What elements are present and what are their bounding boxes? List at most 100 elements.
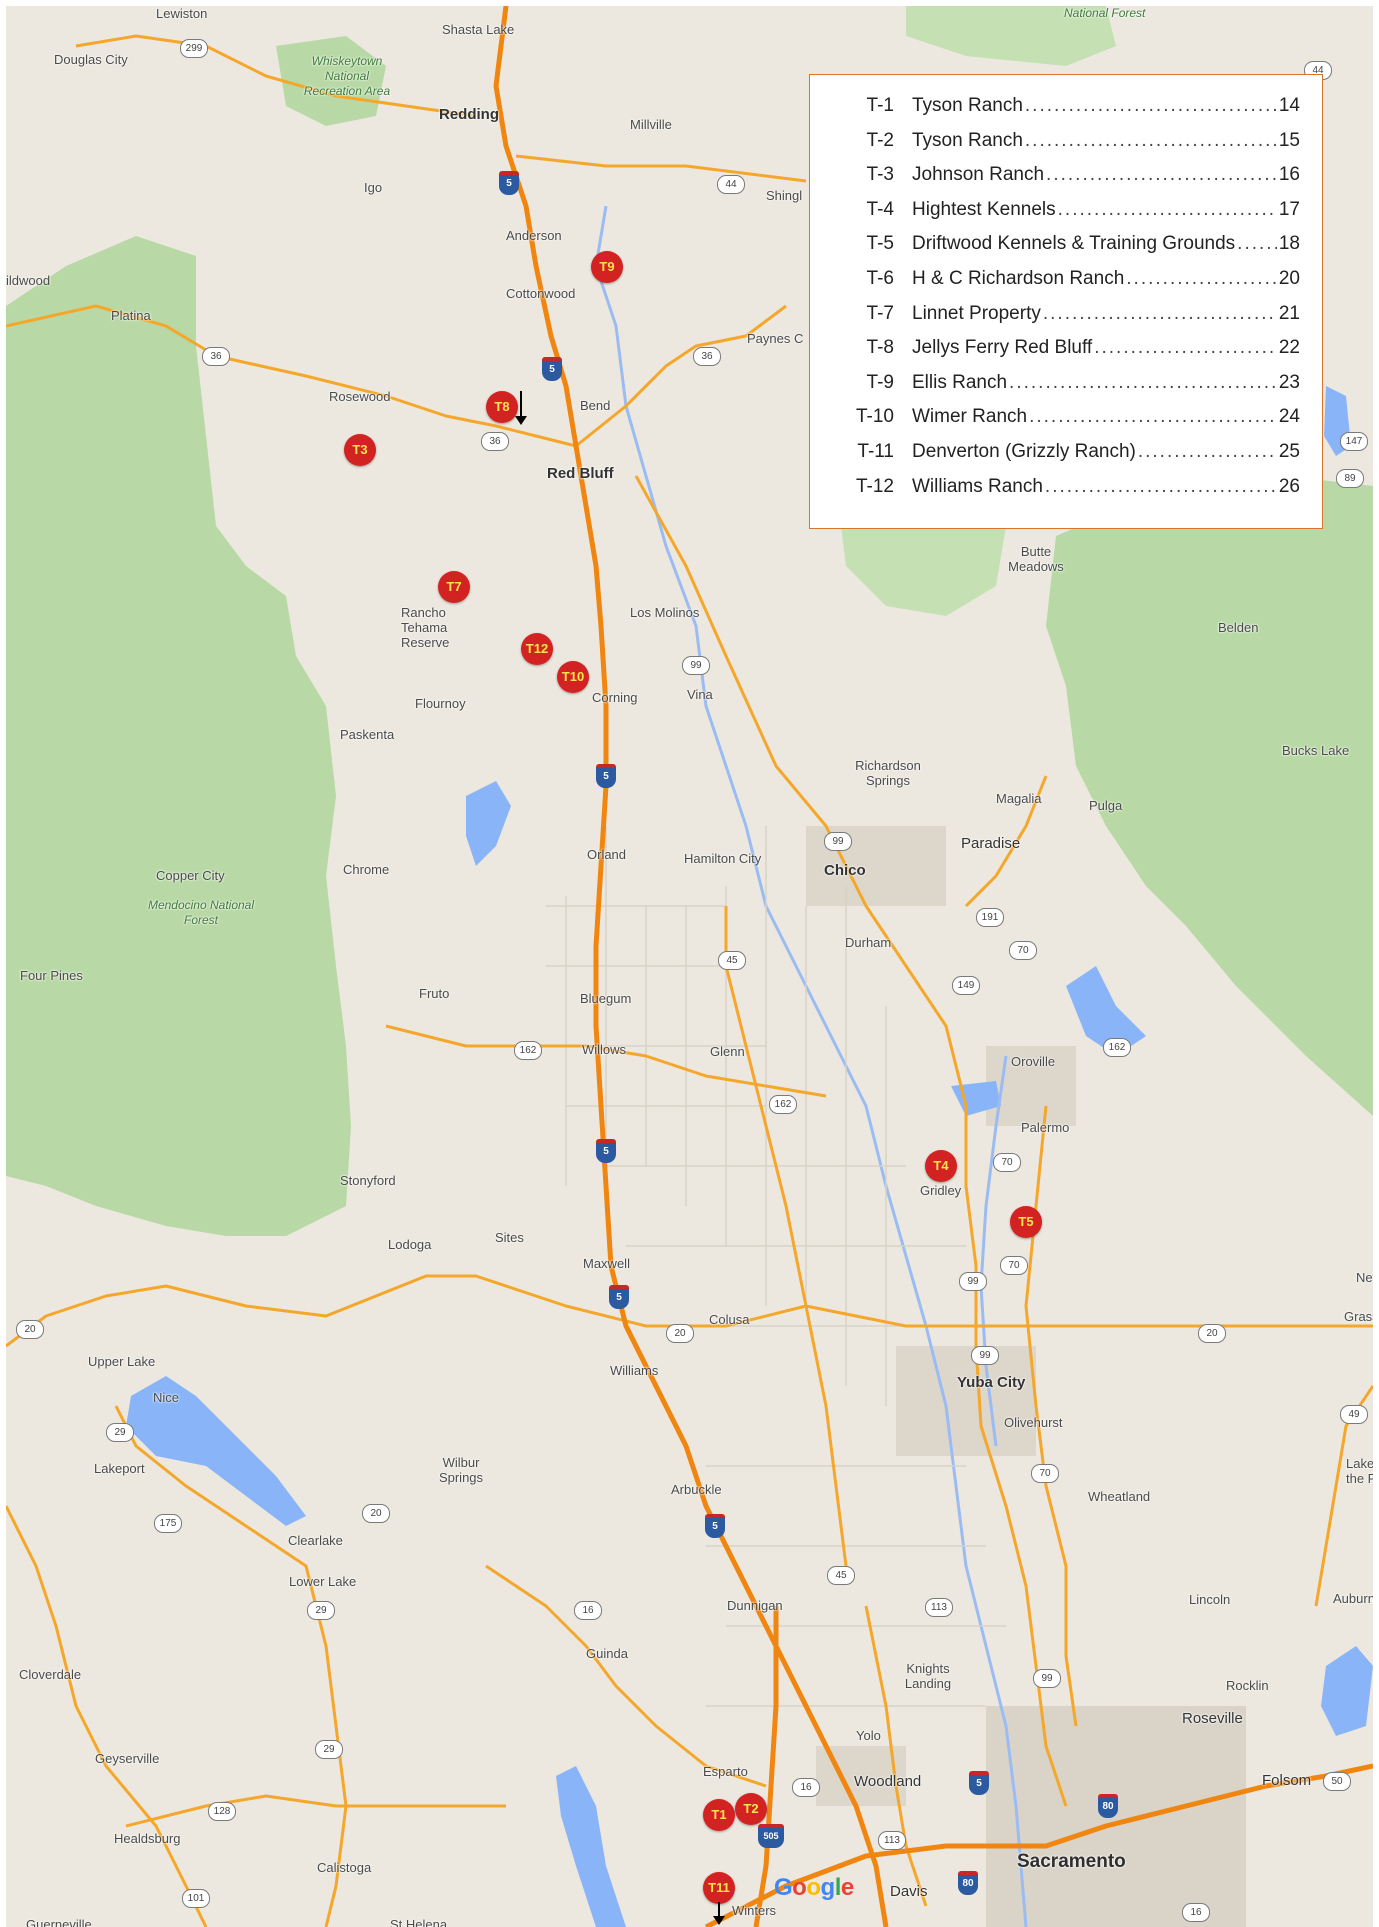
route-shield-45: 45 xyxy=(827,1566,855,1585)
place-wheatland: Wheatland xyxy=(1088,1489,1151,1504)
place-williams: Williams xyxy=(610,1363,659,1378)
location-marker-t10[interactable]: T10 xyxy=(557,661,589,693)
legend-leader-dots xyxy=(1094,337,1277,359)
place-orland: Orland xyxy=(587,847,627,862)
route-shield-113: 113 xyxy=(878,1831,906,1850)
lake-folsom xyxy=(1321,1646,1373,1736)
legend-name: Tyson Ranch xyxy=(912,95,1023,116)
lake-thermalito xyxy=(951,1081,1001,1116)
place-durham: Durham xyxy=(845,935,892,950)
route-shield-175: 175 xyxy=(154,1514,182,1533)
hwy-20 xyxy=(6,1274,1373,1348)
i505 xyxy=(753,1606,779,1927)
lake-oroville xyxy=(1066,966,1146,1056)
route-shield-70: 70 xyxy=(1031,1464,1059,1483)
route-shield-45: 45 xyxy=(718,951,746,970)
route-shield-70: 70 xyxy=(1009,941,1037,960)
place-sacramento: Sacramento xyxy=(1017,1851,1126,1872)
place-cloverdale: Cloverdale xyxy=(19,1667,82,1682)
place-nice: Nice xyxy=(153,1390,180,1405)
location-marker-t3[interactable]: T3 xyxy=(344,434,376,466)
location-marker-t12[interactable]: T12 xyxy=(521,633,553,665)
route-shield-16: 16 xyxy=(574,1601,602,1620)
place-lodoga: Lodoga xyxy=(388,1237,432,1252)
map-frame[interactable]: Lewiston Shasta Lake National Forest Dou… xyxy=(6,6,1373,1927)
hwy-45 xyxy=(724,906,848,1567)
place-vina: Vina xyxy=(687,687,713,702)
legend-name: Johnson Ranch xyxy=(912,164,1045,186)
route-shield-113: 113 xyxy=(925,1598,953,1617)
interstate-shield-80: 80 xyxy=(1098,1794,1118,1818)
river-sacramento xyxy=(594,205,1028,1927)
interstate-shield-5: 5 xyxy=(969,1771,989,1795)
place-copper-city: Copper City xyxy=(156,868,225,883)
legend-page-number: 16 xyxy=(1278,164,1300,186)
place-calistoga: Calistoga xyxy=(317,1860,372,1875)
route-shield-70: 70 xyxy=(993,1153,1021,1172)
legend-name: Denverton (Grizzly Ranch) xyxy=(912,440,1136,462)
location-marker-t7[interactable]: T7 xyxy=(438,571,470,603)
place-lakeport: Lakeport xyxy=(94,1461,145,1476)
interstate-shield-5: 5 xyxy=(596,764,616,788)
legend-name: Hightest Kennels xyxy=(912,198,1056,220)
location-marker-t11[interactable]: T11 xyxy=(703,1872,735,1904)
hwy-299 xyxy=(75,34,477,118)
place-yolo: Yolo xyxy=(856,1728,881,1743)
place-lake-of-the-pines: Lake the P xyxy=(1346,1456,1373,1486)
legend-page-number: 26 xyxy=(1278,475,1300,497)
forest-area-east xyxy=(1046,476,1373,1116)
route-shield-99: 99 xyxy=(824,832,852,851)
legend-leader-dots xyxy=(1043,303,1277,325)
legend-row[interactable]: T-6H & C Richardson Ranch20 xyxy=(836,268,1300,303)
legend-name: Jellys Ferry Red Bluff xyxy=(912,337,1093,359)
urban-area-yuba xyxy=(896,1346,1036,1456)
legend-page-number: 25 xyxy=(1278,440,1300,462)
interstate-network xyxy=(493,6,1373,1927)
interstate-shield-5: 5 xyxy=(542,357,562,381)
hwy-44 xyxy=(515,154,807,183)
place-magalia: Magalia xyxy=(996,791,1042,806)
place-bucks-lake: Bucks Lake xyxy=(1282,743,1350,758)
legend-leader-dots xyxy=(1009,372,1277,394)
location-marker-t4[interactable]: T4 xyxy=(925,1150,957,1182)
place-national-forest: National Forest xyxy=(1064,6,1146,20)
route-shield-20: 20 xyxy=(362,1504,390,1523)
location-marker-t2[interactable]: T2 xyxy=(735,1793,767,1825)
legend-code: T-6 xyxy=(866,267,894,289)
route-shield-191: 191 xyxy=(976,908,1004,927)
legend-name: Williams Ranch xyxy=(912,475,1043,497)
place-red-bluff: Red Bluff xyxy=(547,465,614,482)
location-marker-t9[interactable]: T9 xyxy=(591,251,623,283)
legend-code: T-1 xyxy=(866,95,894,116)
route-shield-162: 162 xyxy=(769,1095,797,1114)
place-platina: Platina xyxy=(111,308,151,323)
location-marker-t1[interactable]: T1 xyxy=(703,1799,735,1831)
highway-network xyxy=(6,34,1373,1927)
place-hamilton-city: Hamilton City xyxy=(684,851,762,866)
google-logo: Google xyxy=(774,1874,854,1901)
place-glenn: Glenn xyxy=(710,1044,745,1059)
place-four-pines: Four Pines xyxy=(20,968,83,983)
local-road-grid xyxy=(546,826,1006,1707)
map-base xyxy=(6,6,1373,1927)
place-nevada-city: Nev xyxy=(1356,1270,1373,1285)
place-lewiston: Lewiston xyxy=(156,6,208,21)
location-marker-t8[interactable]: T8 xyxy=(486,391,518,423)
location-marker-t5[interactable]: T5 xyxy=(1010,1206,1042,1238)
legend-name: Linnet Property xyxy=(912,302,1041,324)
route-shield-70: 70 xyxy=(1000,1256,1028,1275)
place-shasta-lake: Shasta Lake xyxy=(442,22,515,37)
place-flournoy: Flournoy xyxy=(415,696,466,711)
place-redding: Redding xyxy=(439,106,499,123)
